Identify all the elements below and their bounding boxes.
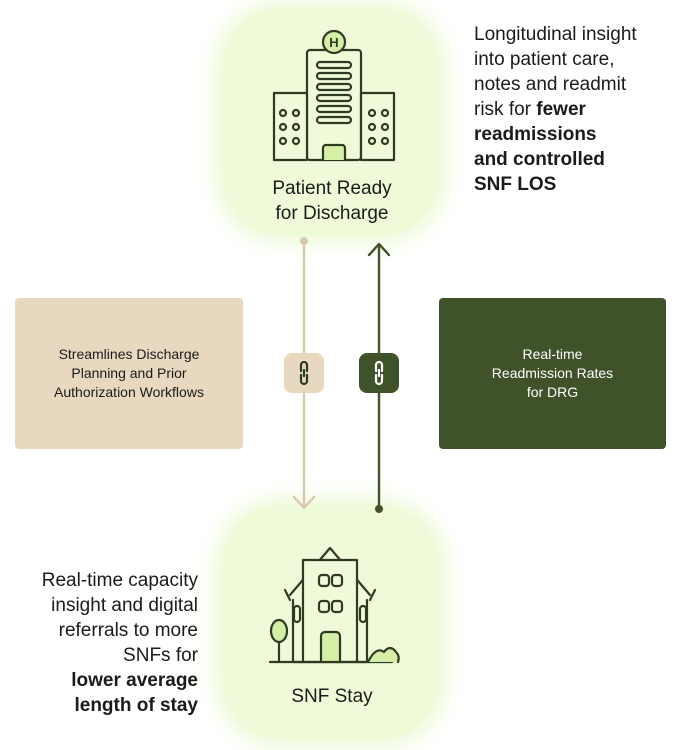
- bold-text: and controlled: [474, 149, 605, 170]
- bold-text: fewer: [536, 99, 586, 120]
- left-arrow-head: [292, 495, 316, 510]
- text-line: length of stay: [4, 693, 198, 718]
- box-line: Streamlines Discharge: [58, 346, 200, 362]
- box-line: Authorization Workflows: [54, 384, 204, 400]
- snf-node-label: SNF Stay: [291, 686, 373, 707]
- discharge-planning-box: Streamlines Discharge Planning and Prior…: [15, 298, 243, 449]
- text-line: readmissions: [474, 122, 674, 147]
- right-arrow-start-dot: [375, 505, 383, 513]
- bold-text: length of stay: [74, 695, 198, 716]
- box-line: Real-time: [522, 346, 583, 362]
- text-line: SNF LOS: [474, 172, 674, 197]
- text-line: risk for fewer: [474, 97, 674, 122]
- bold-text: SNF LOS: [474, 174, 557, 195]
- link-icon: [359, 353, 399, 393]
- discharge-node-label: Patient Ready for Discharge: [232, 176, 432, 226]
- svg-text:H: H: [329, 35, 338, 50]
- snf-benefit-text: Real-time capacity insight and digital r…: [4, 568, 198, 718]
- text-line: Longitudinal insight: [474, 24, 637, 45]
- text-line: Real-time capacity: [41, 570, 198, 591]
- hospital-icon: H: [272, 29, 396, 162]
- house-icon: [268, 546, 400, 664]
- right-arrow-head: [367, 242, 391, 257]
- discharge-label-line2: for Discharge: [275, 203, 389, 224]
- text-line: SNFs for: [123, 645, 198, 666]
- text-line: into patient care,: [474, 49, 615, 70]
- box-text: Real-time Readmission Rates for DRG: [492, 345, 613, 402]
- box-line: Planning and Prior: [71, 365, 187, 381]
- box-line: Readmission Rates: [491, 365, 614, 381]
- text-line: insight and digital: [51, 595, 198, 616]
- link-icon: [284, 353, 324, 393]
- bold-text: readmissions: [474, 124, 597, 145]
- text-line: and controlled: [474, 147, 674, 172]
- discharge-benefit-text: Longitudinal insight into patient care, …: [474, 22, 674, 197]
- readmission-rates-box: Real-time Readmission Rates for DRG: [439, 298, 666, 449]
- text-fragment: risk for: [474, 99, 537, 120]
- box-line: for DRG: [526, 384, 579, 400]
- text-line: referrals to more: [58, 620, 198, 641]
- box-text: Streamlines Discharge Planning and Prior…: [54, 345, 204, 402]
- bold-text: lower average: [71, 670, 198, 691]
- discharge-label-line1: Patient Ready: [272, 178, 392, 199]
- text-line: notes and readmit: [474, 74, 627, 95]
- text-line: lower average: [4, 668, 198, 693]
